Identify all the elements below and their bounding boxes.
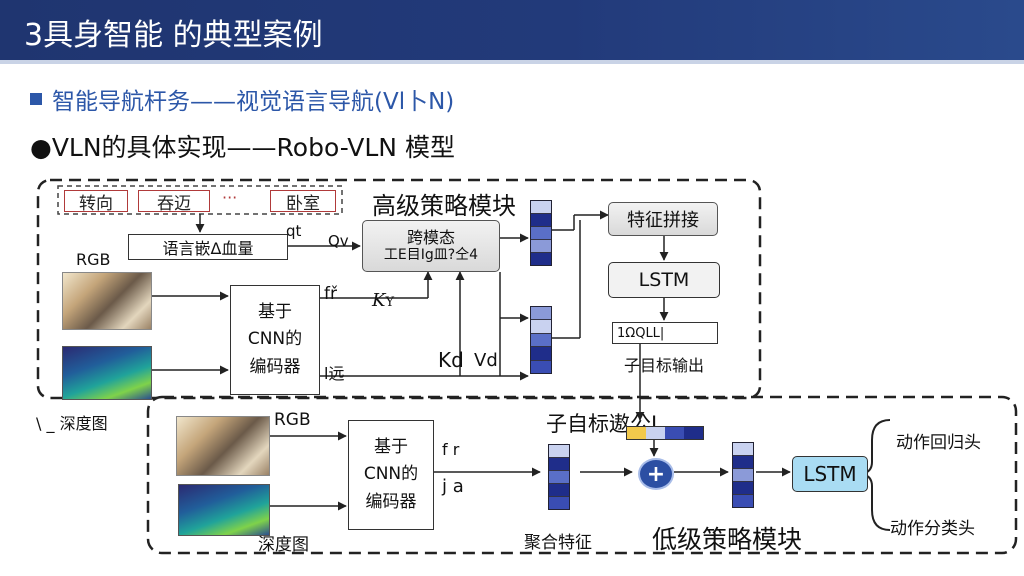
high-rgb-image — [62, 272, 152, 330]
low-rgb-label: RGB — [274, 410, 311, 430]
square-bullet-icon — [30, 93, 42, 105]
high-lstm-box: LSTM — [608, 262, 720, 298]
low-depth-image — [178, 484, 270, 536]
low-encoder-box: 基于 CNN的 编码器 — [348, 420, 434, 530]
high-rgb-label: RGB — [76, 250, 111, 269]
high-depth-image — [62, 346, 152, 400]
instruction-chip-turn: 转向 — [64, 190, 128, 214]
k-label: KY — [372, 290, 394, 311]
instruction-ellipsis: ··· — [222, 188, 238, 207]
low-rgb-image — [176, 416, 270, 476]
far-label: l远 — [324, 364, 345, 383]
low-module-container — [146, 395, 1018, 555]
subgoal-output-vector: 1ΩQLL| — [612, 322, 718, 344]
low-encoder-line-2: CNN的 — [363, 464, 419, 485]
high-encoder-line-2: CNN的 — [247, 329, 303, 350]
instruction-chip-bedroom: 卧室 — [270, 190, 336, 214]
cross-modal-bottom: 工E目Ig皿?仝4 — [383, 247, 479, 264]
kv-label: Y — [385, 295, 395, 310]
cross-modal-top: 跨模态 — [406, 228, 455, 247]
high-depth-label: \ _ 深度图 — [36, 414, 108, 433]
action-classification-head: 动作分类头 — [890, 519, 975, 539]
high-encoder-line-1: 基于 — [258, 302, 292, 323]
high-encoder-line-3: 编码器 — [249, 356, 301, 377]
aggregate-feature-vector — [548, 444, 570, 510]
instruction-chip-step: 吞迈 — [138, 190, 210, 214]
section-heading: ●VLN的具体实现——Robo-VLN 模型 — [30, 133, 455, 162]
title-underline — [0, 60, 1024, 64]
fused-feature-vector — [732, 442, 754, 508]
page-title: 3具身智能 的典型案例 — [24, 18, 323, 53]
action-regression-head: 动作回归头 — [896, 433, 981, 453]
k-label-main: K — [372, 290, 386, 311]
subgoal-embed-vector — [626, 426, 704, 440]
low-depth-label: 深度图 — [258, 535, 309, 555]
high-feature-vector-1 — [530, 200, 552, 266]
aggregate-label: 聚合特征 — [524, 533, 592, 553]
subtitle-text: 智能导航杆务——视觉语言导航(Vl卜N) — [52, 89, 455, 115]
low-ja-label: j a — [442, 476, 464, 497]
language-embedding-box: 语言嵌Δ血量 — [128, 234, 288, 260]
subgoal-output-label: 子目标输出 — [624, 356, 705, 375]
low-encoder-line-1: 基于 — [374, 437, 408, 458]
add-operator-icon: + — [638, 458, 674, 490]
high-encoder-box: 基于 CNN的 编码器 — [230, 285, 320, 395]
kd-label: Kd — [438, 348, 464, 372]
vd-label: Vd — [474, 350, 498, 371]
cross-modal-box: 跨模态 工E目Ig皿?仝4 — [362, 220, 500, 272]
title-bar: 3具身智能 的典型案例 — [0, 0, 1024, 64]
low-fr-label: f r — [442, 440, 460, 459]
high-feature-vector-2 — [530, 306, 552, 374]
high-module-label: 高级策略模块 — [372, 192, 516, 220]
low-module-label: 低级策略模块 — [652, 525, 803, 554]
q-label: qt — [286, 222, 302, 240]
feature-concat-box: 特征拼接 — [608, 202, 718, 236]
qv-label: Qv — [328, 232, 349, 250]
fr-label: fř — [324, 284, 337, 304]
low-encoder-line-3: 编码器 — [365, 491, 417, 512]
subtitle: 智能导航杆务——视觉语言导航(Vl卜N) — [30, 82, 454, 116]
low-lstm-box: LSTM — [792, 456, 868, 492]
